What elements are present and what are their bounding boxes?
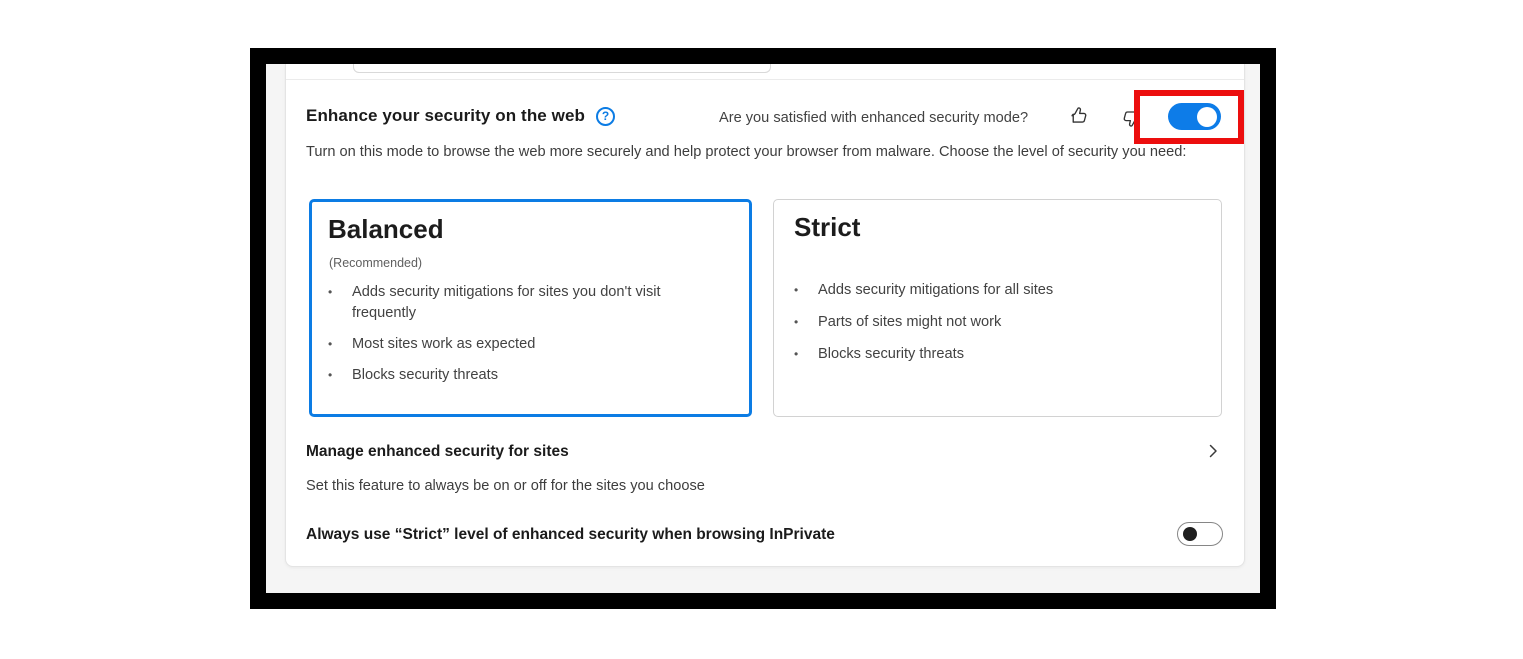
bullet-text: Adds security mitigations for all sites	[818, 282, 1054, 298]
list-item: • Adds security mitigations for all site…	[794, 280, 1174, 301]
chevron-right-icon[interactable]	[1204, 442, 1222, 465]
bullet-text: Adds security mitigations for sites you …	[352, 284, 661, 321]
toggle-knob	[1197, 106, 1217, 127]
thumbs-up-icon[interactable]	[1067, 104, 1090, 132]
bullet-text: Parts of sites might not work	[818, 314, 1002, 330]
bullet-text: Most sites work as expected	[352, 336, 536, 352]
bullet-icon: •	[794, 283, 799, 297]
bullet-text: Blocks security threats	[352, 367, 498, 383]
inprivate-strict-label: Always use “Strict” level of enhanced se…	[306, 526, 835, 543]
screenshot-frame: Enhance your security on the web ? Are y…	[250, 48, 1276, 609]
section-divider	[286, 79, 1244, 80]
bullet-icon: •	[794, 347, 799, 361]
strict-bullet-list: • Adds security mitigations for all site…	[794, 280, 1174, 376]
bullet-text: Blocks security threats	[818, 346, 964, 362]
inprivate-strict-toggle[interactable]	[1177, 522, 1223, 546]
option-card-balanced[interactable]: Balanced (Recommended) • Adds security m…	[309, 199, 752, 417]
page-title: Enhance your security on the web	[306, 106, 586, 125]
highlight-box	[1134, 90, 1244, 144]
recommended-label: (Recommended)	[329, 256, 423, 270]
bullet-icon: •	[794, 315, 799, 329]
section-description: Turn on this mode to browse the web more…	[306, 144, 1187, 160]
feedback-question: Are you satisfied with enhanced security…	[719, 110, 1029, 126]
enhanced-security-toggle[interactable]	[1168, 103, 1221, 130]
list-item: • Adds security mitigations for sites yo…	[328, 282, 708, 324]
section-header: Enhance your security on the web ?	[306, 106, 616, 126]
list-item: • Most sites work as expected	[328, 334, 708, 355]
bullet-icon: •	[328, 285, 333, 299]
bullet-icon: •	[328, 337, 333, 351]
manage-subtitle: Set this feature to always be on or off …	[306, 478, 705, 494]
help-icon[interactable]: ?	[596, 106, 616, 126]
manage-enhanced-security-link[interactable]: Manage enhanced security for sites	[306, 443, 569, 460]
balanced-bullet-list: • Adds security mitigations for sites yo…	[328, 282, 708, 396]
list-item: • Blocks security threats	[328, 365, 708, 386]
option-card-strict[interactable]: Strict • Adds security mitigations for a…	[773, 199, 1222, 417]
option-title: Strict	[794, 212, 861, 242]
list-item: • Parts of sites might not work	[794, 312, 1174, 333]
toggle-knob	[1183, 527, 1197, 541]
list-item: • Blocks security threats	[794, 344, 1174, 365]
previous-setting-partial-box	[353, 64, 771, 73]
option-title: Balanced	[328, 214, 444, 244]
bullet-icon: •	[328, 368, 333, 382]
settings-card: Enhance your security on the web ? Are y…	[285, 64, 1245, 567]
